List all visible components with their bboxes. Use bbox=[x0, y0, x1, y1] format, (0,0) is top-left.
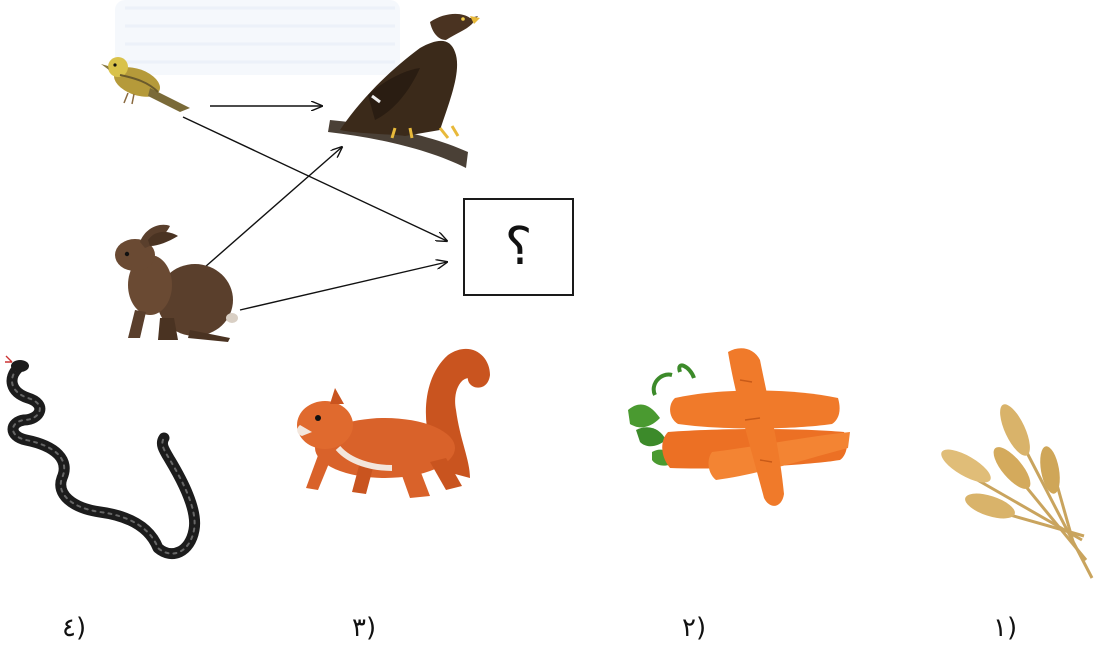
snake-icon bbox=[5, 355, 201, 559]
rabbit-icon bbox=[115, 224, 238, 342]
question-box: ؟ bbox=[463, 198, 574, 296]
option-label-3: (٣ bbox=[352, 613, 377, 643]
squirrel-icon bbox=[297, 348, 490, 498]
arrow-bird-to-question bbox=[182, 116, 447, 241]
question-mark: ؟ bbox=[504, 217, 533, 277]
eagle-icon bbox=[328, 13, 480, 168]
arrow-rabbit-to-eagle bbox=[204, 147, 342, 268]
option-label-2: (٢ bbox=[682, 613, 707, 643]
option-label-1: (١ bbox=[993, 613, 1018, 643]
wheat-icon bbox=[941, 404, 1094, 579]
bird-icon bbox=[101, 57, 190, 112]
carrot-icon bbox=[628, 348, 850, 506]
option-label-4: (٤ bbox=[62, 613, 87, 643]
background-stripes bbox=[115, 0, 400, 75]
arrows bbox=[182, 106, 447, 311]
arrow-rabbit-to-question bbox=[239, 262, 447, 311]
